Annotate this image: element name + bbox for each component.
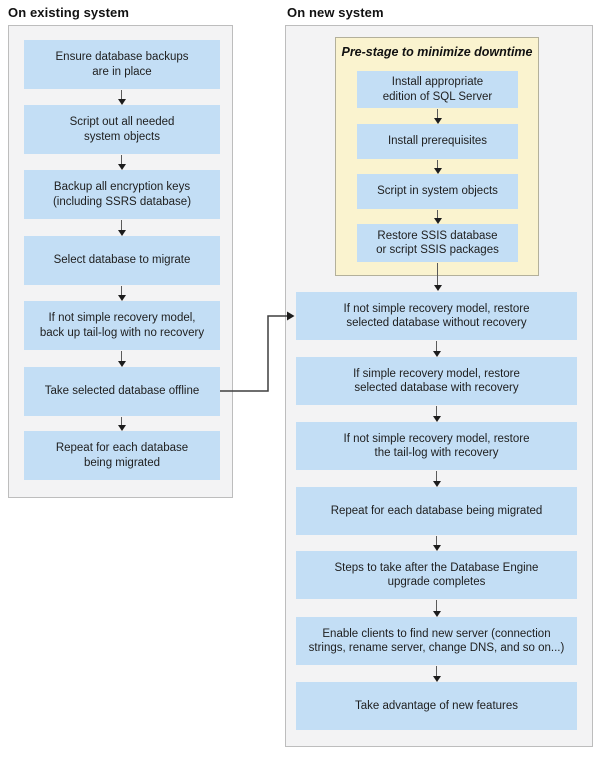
arrow-down-icon — [117, 219, 126, 236]
step-repeat-each-database: Repeat for each database being migrated — [24, 431, 220, 480]
step-script-in-system-objects: Script in system objects — [357, 174, 518, 209]
arrow-down-icon — [432, 599, 441, 617]
step-backup-tail-log: If not simple recovery model, back up ta… — [24, 301, 220, 350]
arrow-down-icon — [433, 262, 442, 291]
step-restore-ssis: Restore SSIS database or script SSIS pac… — [357, 224, 518, 262]
arrow-down-icon — [432, 340, 441, 357]
arrow-down-icon — [433, 159, 442, 174]
arrow-down-icon — [432, 470, 441, 487]
arrow-down-icon — [432, 665, 441, 682]
step-new-features: Take advantage of new features — [296, 682, 577, 730]
arrow-down-icon — [117, 350, 126, 367]
step-restore-with-recovery: If simple recovery model, restore select… — [296, 357, 577, 405]
new-system-title: On new system — [287, 5, 384, 20]
arrow-down-icon — [432, 535, 441, 551]
arrow-down-icon — [117, 285, 126, 301]
step-repeat-migrated: Repeat for each database being migrated — [296, 487, 577, 535]
step-ensure-backups: Ensure database backups are in place — [24, 40, 220, 89]
step-enable-clients: Enable clients to find new server (conne… — [296, 617, 577, 665]
step-install-prerequisites: Install prerequisites — [357, 124, 518, 159]
arrow-down-icon — [433, 108, 442, 124]
prestage-title: Pre-stage to minimize downtime — [341, 45, 533, 59]
arrow-down-icon — [117, 154, 126, 170]
arrow-down-icon — [433, 209, 442, 224]
step-post-upgrade: Steps to take after the Database Engine … — [296, 551, 577, 599]
step-restore-without-recovery: If not simple recovery model, restore se… — [296, 292, 577, 340]
step-backup-encryption-keys: Backup all encryption keys (including SS… — [24, 170, 220, 219]
step-take-database-offline: Take selected database offline — [24, 367, 220, 416]
existing-system-title: On existing system — [8, 5, 130, 20]
step-script-system-objects: Script out all needed system objects — [24, 105, 220, 154]
arrow-down-icon — [432, 405, 441, 422]
step-select-database: Select database to migrate — [24, 236, 220, 285]
arrow-down-icon — [117, 416, 126, 431]
arrow-down-icon — [117, 89, 126, 105]
elbow-connector-arrow-icon — [220, 311, 295, 392]
step-install-sql-server: Install appropriate edition of SQL Serve… — [357, 71, 518, 108]
step-restore-tail-log: If not simple recovery model, restore th… — [296, 422, 577, 470]
